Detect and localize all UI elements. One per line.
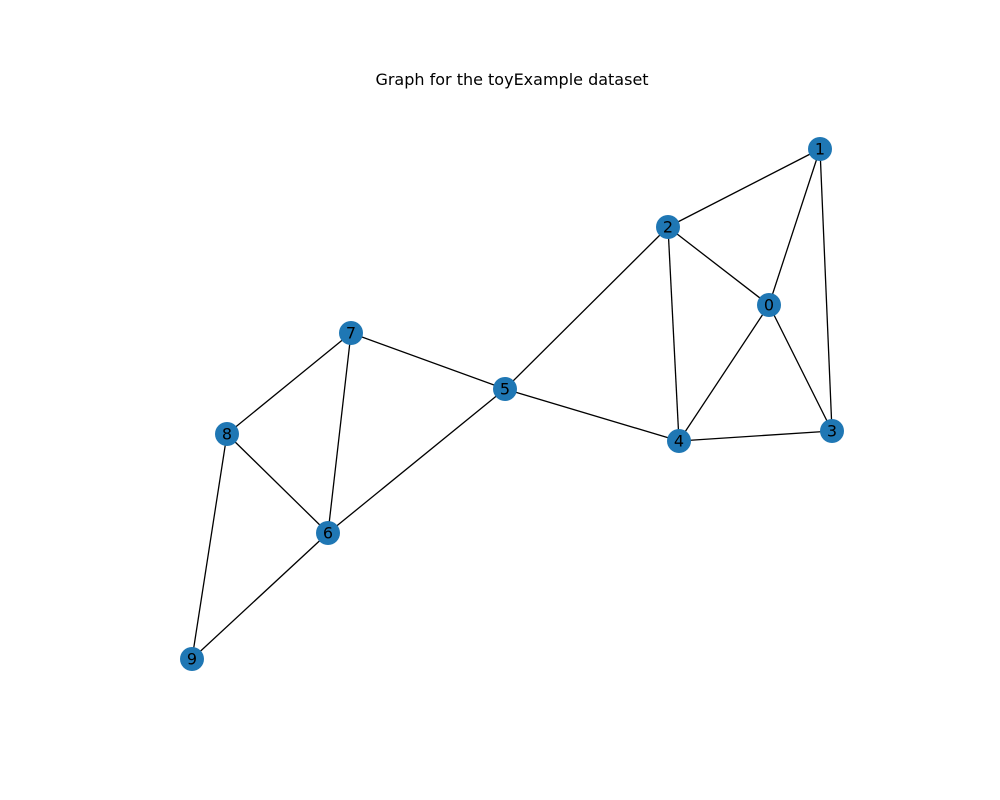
edge-4-3	[678, 430, 833, 442]
node-circle-8	[215, 422, 239, 446]
node-6: 6	[316, 521, 340, 545]
node-circle-2	[656, 215, 680, 239]
node-circle-4	[667, 429, 691, 453]
node-label-8: 8	[222, 425, 232, 444]
edge-6-9	[191, 532, 329, 660]
edge-5-6	[327, 388, 506, 534]
node-label-9: 9	[187, 650, 197, 669]
node-8: 8	[215, 422, 239, 446]
edge-1-0	[768, 148, 821, 306]
node-label-6: 6	[323, 524, 333, 543]
edge-1-2	[667, 148, 821, 228]
node-circle-5	[493, 377, 517, 401]
edge-7-5	[350, 332, 506, 390]
node-5: 5	[493, 377, 517, 401]
edges-layer	[191, 148, 833, 660]
node-circle-3	[820, 419, 844, 443]
node-1: 1	[808, 137, 832, 161]
node-9: 9	[180, 647, 204, 671]
node-label-1: 1	[815, 140, 825, 159]
edge-8-9	[191, 433, 228, 660]
node-circle-9	[180, 647, 204, 671]
edge-7-8	[226, 332, 352, 435]
node-label-4: 4	[674, 432, 684, 451]
node-circle-6	[316, 521, 340, 545]
node-2: 2	[656, 215, 680, 239]
edge-0-4	[678, 304, 770, 442]
edge-2-4	[667, 226, 680, 442]
edge-2-0	[667, 226, 770, 306]
node-3: 3	[820, 419, 844, 443]
node-circle-7	[339, 321, 363, 345]
node-label-2: 2	[663, 218, 673, 237]
graph-title: Graph for the toyExample dataset	[375, 70, 649, 89]
node-circle-1	[808, 137, 832, 161]
node-label-3: 3	[827, 422, 837, 441]
nodes-layer: 0 1 2 3 4 5 6 7 8 9	[180, 137, 844, 671]
node-0: 0	[757, 293, 781, 317]
edge-8-6	[226, 433, 329, 534]
edge-5-4	[504, 388, 680, 442]
node-4: 4	[667, 429, 691, 453]
edge-0-3	[768, 304, 833, 432]
node-label-7: 7	[346, 324, 356, 343]
edge-2-5	[504, 226, 669, 390]
edge-1-3	[819, 148, 833, 432]
node-7: 7	[339, 321, 363, 345]
node-label-5: 5	[500, 380, 510, 399]
node-label-0: 0	[764, 296, 774, 315]
edge-7-6	[327, 332, 352, 534]
node-circle-0	[757, 293, 781, 317]
